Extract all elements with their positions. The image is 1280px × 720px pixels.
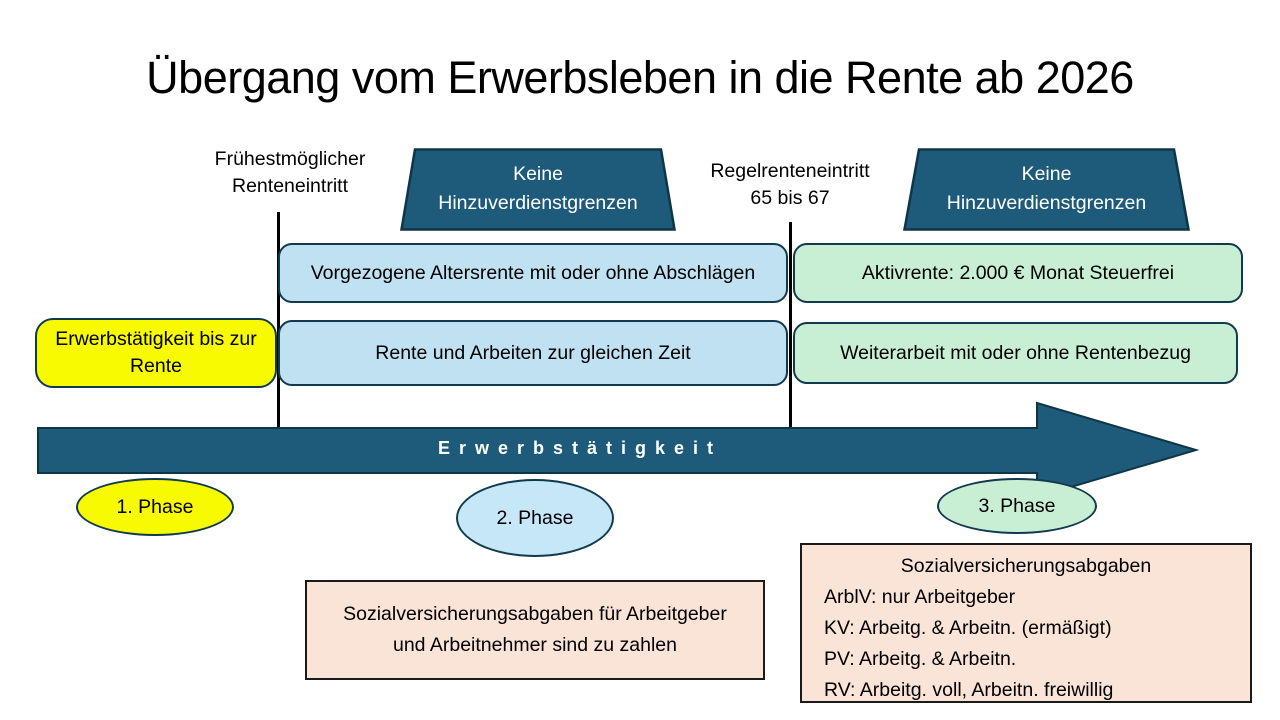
banner-left-line1: Keine	[513, 163, 563, 185]
milestone-early-line1: Frühestmöglicher	[214, 148, 366, 170]
note-social-contributions-phase3: Sozialversicherungsabgaben ArblV: nur Ar…	[800, 543, 1252, 703]
trapezoid-shape	[400, 148, 676, 231]
banner-right-line1: Keine	[1021, 163, 1072, 185]
timeline-arrow-label: Erwerbstätigkeit	[437, 438, 723, 458]
phase-1-ellipse: 1. Phase	[76, 478, 234, 536]
box-erwerbstaetigkeit-bis-rente: Erwerbstätigkeit bis zur Rente	[35, 318, 277, 388]
note-phase3-item: KV: Arbeitg. & Arbeitn. (ermäßigt)	[824, 617, 1112, 639]
milestone-early-retirement: Frühestmöglicher Renteneintritt	[180, 146, 400, 200]
box-vorgezogene-altersrente: Vorgezogene Altersrente mit oder ohne Ab…	[278, 243, 788, 303]
banner-right-label: Keine Hinzuverdienstgrenzen	[903, 160, 1190, 218]
milestone-regular-retirement: Regelrenteneintritt 65 bis 67	[690, 158, 890, 212]
phase-3-ellipse: 3. Phase	[937, 478, 1097, 534]
banner-right-line2: Hinzuverdienstgrenzen	[946, 192, 1147, 214]
banner-no-earning-limits-right: Keine Hinzuverdienstgrenzen	[903, 148, 1190, 231]
page-title: Übergang vom Erwerbsleben in die Rente a…	[146, 52, 1134, 103]
box-aktivrente: Aktivrente: 2.000 € Monat Steuerfrei	[793, 243, 1243, 303]
note-phase3-item: RV: Arbeitg. voll, Arbeitn. freiwillig	[824, 679, 1114, 701]
banner-no-earning-limits-left: Keine Hinzuverdienstgrenzen	[400, 148, 676, 231]
banner-left-line2: Hinzuverdienstgrenzen	[438, 192, 638, 214]
note-phase3-title: Sozialversicherungsabgaben	[900, 555, 1152, 577]
marker-line-early-retirement	[277, 212, 280, 428]
marker-line-regular-retirement	[789, 222, 792, 428]
timeline-arrow	[37, 401, 1200, 499]
note-phase3-list: ArblV: nur Arbeitgeber KV: Arbeitg. & Ar…	[812, 582, 1240, 706]
banner-left-label: Keine Hinzuverdienstgrenzen	[400, 160, 676, 218]
box-rente-und-arbeiten: Rente und Arbeiten zur gleichen Zeit	[278, 320, 788, 386]
note-phase3-item: PV: Arbeitg. & Arbeitn.	[824, 648, 1017, 670]
note-phase3-item: ArblV: nur Arbeitgeber	[824, 586, 1016, 608]
phase-2-ellipse: 2. Phase	[456, 479, 614, 557]
milestone-early-line2: Renteneintritt	[232, 175, 348, 197]
milestone-regular-line2: 65 bis 67	[750, 187, 830, 209]
milestone-regular-line1: Regelrenteneintritt	[710, 160, 870, 182]
trapezoid-shape	[903, 148, 1190, 231]
note-social-contributions-phase2: Sozialversicherungsabgaben für Arbeitgeb…	[305, 580, 765, 680]
box-weiterarbeit: Weiterarbeit mit oder ohne Rentenbezug	[793, 322, 1238, 384]
